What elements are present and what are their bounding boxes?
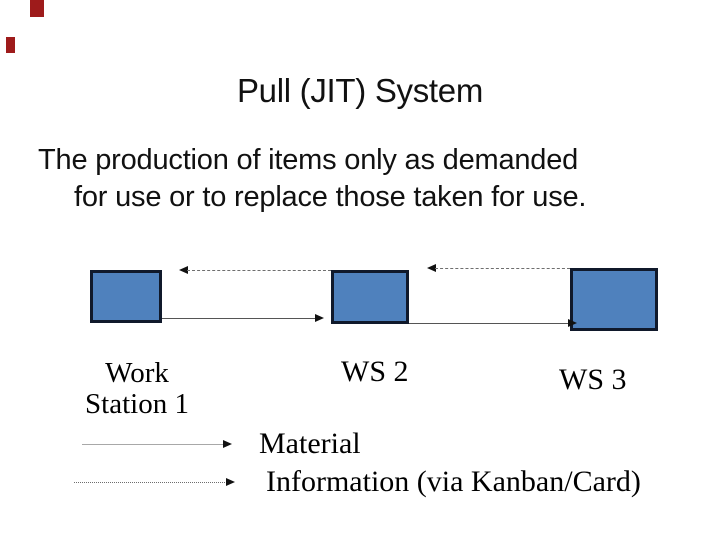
information-arrow-ws3-to-ws2 [427, 264, 570, 273]
slide-title: Pull (JIT) System [236, 72, 484, 109]
subtitle-line-1: The production of items only as demanded [38, 144, 579, 176]
legend-information-label: Information (via Kanban/Card) [266, 465, 641, 498]
arrowhead-left-icon [427, 264, 436, 272]
material-arrow-ws1-to-ws2 [162, 314, 324, 323]
arrowhead-right-icon [568, 319, 577, 327]
solid-line [409, 323, 569, 324]
dashed-line [187, 270, 331, 271]
workstation-1-label: Work Station 1 [75, 358, 199, 420]
solid-line [82, 444, 224, 445]
subtitle-line-2: for use or to replace those taken for us… [74, 181, 587, 213]
arrowhead-right-icon [315, 314, 324, 322]
legend-information-arrow [74, 478, 235, 487]
dotted-line [74, 482, 227, 483]
workstation-1-label-line-2: Station 1 [85, 388, 189, 420]
arrowhead-right-icon [223, 440, 232, 448]
material-arrow-ws2-to-ws3 [409, 319, 577, 328]
workstation-box-2 [331, 270, 409, 324]
legend-material-label: Material [259, 427, 361, 460]
workstation-box-1 [90, 270, 162, 323]
solid-line [162, 318, 316, 319]
arrowhead-right-icon [226, 478, 235, 486]
arrowhead-left-icon [179, 266, 188, 274]
workstation-3-label: WS 3 [559, 363, 627, 396]
information-arrow-ws2-to-ws1 [179, 266, 331, 275]
accent-mark-left-icon [6, 37, 15, 53]
workstation-box-3 [570, 268, 658, 331]
dashed-line [435, 268, 570, 269]
workstation-2-label: WS 2 [341, 355, 409, 388]
accent-mark-top-icon [30, 0, 44, 17]
legend-material-arrow [82, 440, 232, 449]
workstation-1-label-line-1: Work [105, 357, 169, 389]
